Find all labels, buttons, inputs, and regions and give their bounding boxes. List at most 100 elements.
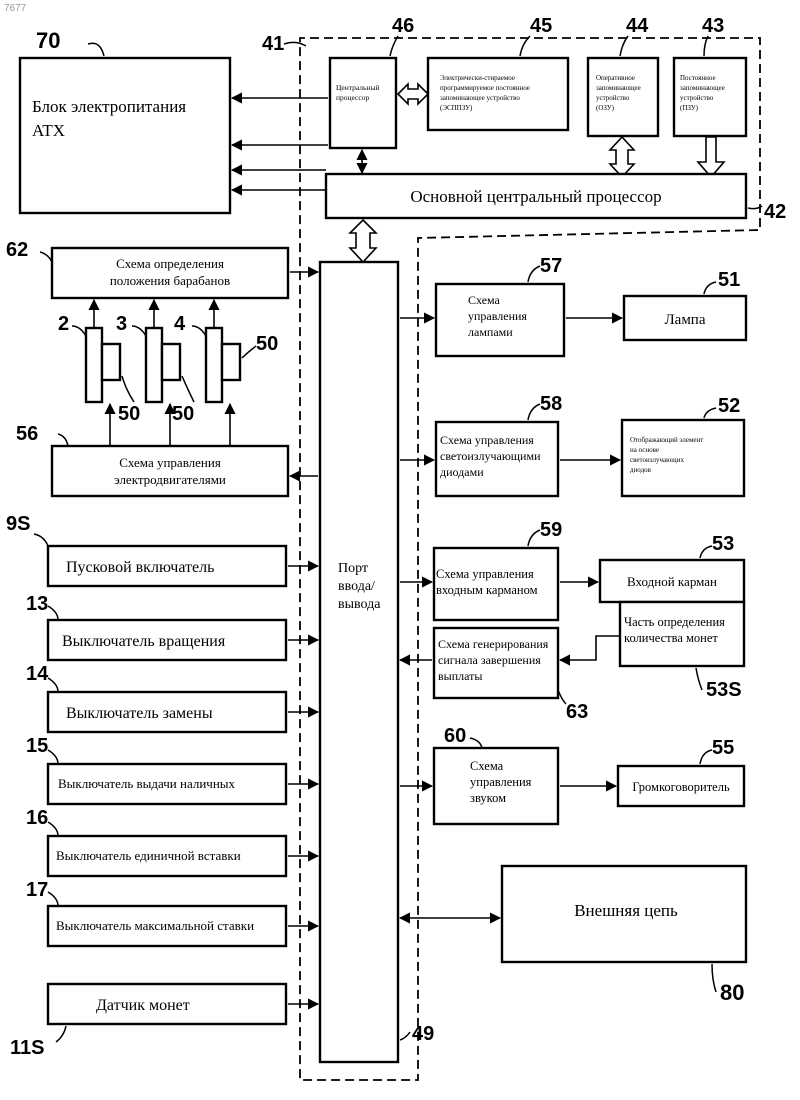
change-switch-block: Выключатель замены: [48, 692, 286, 732]
eeprom-label: Электрически-стираемое: [440, 74, 515, 82]
sound-ctrl-label-2: управления: [470, 775, 532, 789]
reel-detect-block: Схема определения положения барабанов: [52, 248, 288, 298]
ref-start-switch: 9S: [6, 513, 30, 535]
eeprom-label-2: программируемое постоянное: [440, 84, 530, 92]
ref-max-bet-switch: 17: [26, 879, 48, 901]
led-ctrl-label-2: светоизлучающими: [440, 449, 541, 463]
payout-signal-label-3: выплаты: [438, 669, 482, 683]
rom-label: Постоянное: [680, 74, 716, 82]
speaker-label: Громкоговоритель: [632, 780, 730, 794]
cashout-switch-label: Выключатель выдачи наличных: [58, 776, 236, 791]
ref-main-cpu: 42: [764, 201, 786, 223]
single-bet-switch-block: Выключатель единичной вставки: [48, 836, 286, 876]
ref-ram: 44: [626, 15, 649, 37]
change-switch-label: Выключатель замены: [66, 705, 213, 722]
ref-payout-signal: 63: [566, 701, 588, 723]
lamp-ctrl-label-2: управления: [468, 309, 527, 323]
eeprom-block: Электрически-стираемое программируемое п…: [428, 58, 568, 130]
cpu-label-2: процессор: [336, 93, 369, 102]
ref-coin-count: 53S: [706, 679, 742, 701]
ref-rom: 43: [702, 15, 724, 37]
spin-switch-block: Выключатель вращения: [48, 620, 286, 660]
ref-reel-detect: 62: [6, 239, 28, 261]
sound-ctrl-label: Схема: [470, 759, 504, 773]
ref-reel-4: 4: [174, 313, 186, 335]
hopper-ctrl-label-2: входным карманом: [436, 583, 538, 597]
ref-change-switch: 14: [26, 663, 49, 685]
lamp-ctrl-label-3: лампами: [468, 325, 513, 339]
ram-label-3: устройство: [596, 94, 630, 102]
hopper-ctrl-label: Схема управления: [436, 567, 534, 581]
payout-signal-label-2: сигнала завершения: [438, 653, 541, 667]
eeprom-label-4: (ЭСППЗУ): [440, 104, 473, 112]
cpu-block: Центральный процессор: [330, 58, 396, 148]
reel-4: [206, 328, 240, 402]
reel-detect-label-2: положения барабанов: [110, 273, 230, 288]
lamp-block: Лампа: [624, 296, 746, 340]
start-switch-label: Пусковой включатель: [66, 559, 214, 576]
ram-label-2: запоминающее: [596, 84, 641, 92]
reel-2: [86, 328, 120, 402]
lamp-ctrl-block: Схема управления лампами: [436, 284, 564, 356]
corner-mark: 7677: [4, 3, 27, 14]
ref-external-circuit: 80: [720, 980, 744, 1005]
ref-sound-ctrl: 60: [444, 725, 466, 747]
coin-count-label: Часть определения: [624, 615, 725, 629]
io-port-label-2: ввода/: [338, 579, 375, 594]
ram-label: Оперативное: [596, 74, 635, 82]
external-circuit-block: Внешняя цепь: [502, 866, 746, 962]
hopper-ctrl-block: Схема управления входным карманом: [434, 548, 558, 620]
lamp-ctrl-label: Схема: [468, 293, 501, 307]
payout-signal-block: Схема генерирования сигнала завершения в…: [434, 628, 558, 698]
led-display-label-3: светоизлучающих: [630, 456, 684, 464]
speaker-block: Громкоговоритель: [618, 766, 744, 806]
ref-lamp-ctrl: 57: [540, 255, 562, 277]
io-port-label-3: вывода: [338, 597, 381, 612]
led-display-label: Отображающий элемент: [630, 436, 703, 444]
ram-block: Оперативное запоминающее устройство (ОЗУ…: [588, 58, 658, 136]
led-ctrl-block: Схема управления светоизлучающими диодам…: [436, 422, 558, 496]
reel-detect-label: Схема определения: [116, 256, 224, 271]
ref-reel-2: 2: [58, 313, 69, 335]
ref-board: 41: [262, 33, 284, 55]
cpu-label: Центральный: [336, 83, 380, 92]
ref-spin-switch: 13: [26, 593, 48, 615]
ref-cpu: 46: [392, 15, 414, 37]
motor-ctrl-block: Схема управления электродвигателями: [52, 446, 288, 496]
ref-coin-sensor: 11S: [10, 1037, 44, 1059]
motor-ctrl-label-2: электродвигателями: [114, 472, 226, 487]
max-bet-switch-block: Выключатель максимальной ставки: [48, 906, 286, 946]
spin-switch-label: Выключатель вращения: [62, 633, 226, 650]
coin-count-label-2: количества монет: [624, 631, 718, 645]
ref-led-display: 52: [718, 395, 740, 417]
sound-ctrl-label-3: звуком: [470, 791, 506, 805]
ref-led-ctrl: 58: [540, 393, 562, 415]
max-bet-switch-label: Выключатель максимальной ставки: [56, 918, 254, 933]
ref-hopper-ctrl: 59: [540, 519, 562, 541]
single-bet-switch-label: Выключатель единичной вставки: [56, 848, 241, 863]
coin-sensor-label: Датчик монет: [96, 997, 190, 1014]
rom-block: Постоянное запоминающее устройство (ПЗУ): [674, 58, 746, 136]
cpu-eeprom-bus: [398, 84, 428, 104]
led-ctrl-label-3: диодами: [440, 465, 484, 479]
motor-ctrl-label: Схема управления: [119, 455, 221, 470]
io-port-label: Порт: [338, 561, 368, 576]
led-display-label-4: диодов: [630, 466, 652, 474]
coin-count-block: Часть определения количества монет: [620, 602, 744, 666]
ref-cashout-switch: 15: [26, 735, 48, 757]
ref-lamp: 51: [718, 269, 740, 291]
ref-speaker: 55: [712, 737, 734, 759]
ram-label-4: (ОЗУ): [596, 104, 615, 112]
external-circuit-label: Внешняя цепь: [574, 901, 678, 920]
sound-ctrl-block: Схема управления звуком: [434, 748, 558, 824]
hopper-block: Входной карман: [600, 560, 744, 602]
rom-label-2: запоминающее: [680, 84, 725, 92]
lamp-label: Лампа: [664, 312, 705, 328]
power-supply-label-2: ATX: [32, 121, 65, 140]
main-cpu-block: Основной центральный процессор: [326, 174, 746, 218]
ref-io-port: 49: [412, 1023, 434, 1045]
hopper-label: Входной карман: [627, 574, 717, 589]
ref-single-bet-switch: 16: [26, 807, 48, 829]
io-port-block: Порт ввода/ вывода: [320, 262, 398, 1062]
led-ctrl-label: Схема управления: [440, 433, 534, 447]
